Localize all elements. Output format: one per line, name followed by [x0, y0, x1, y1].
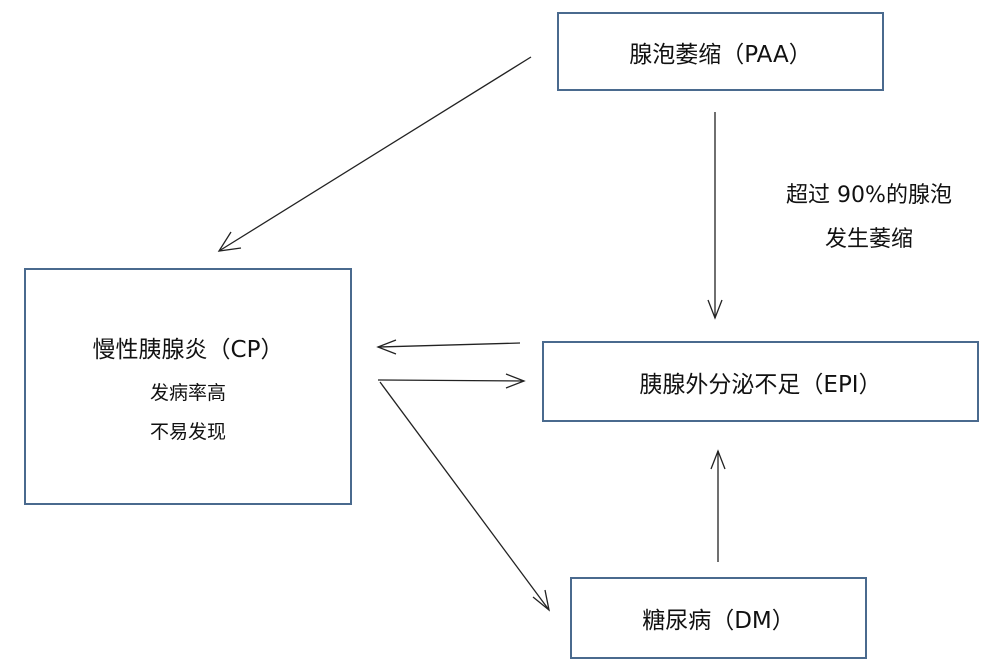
- node-dm: 糖尿病（DM）: [570, 577, 867, 659]
- node-cp-line-1: 发病率高: [149, 382, 226, 404]
- arrow-epi-to-cp: [376, 339, 521, 355]
- node-epi: 胰腺外分泌不足（EPI）: [542, 341, 979, 422]
- node-cp-line-2: 不易发现: [149, 421, 226, 443]
- node-paa: 腺泡萎缩（PAA）: [557, 12, 884, 91]
- arrow-paa-to-epi: [707, 112, 723, 320]
- node-epi-label: 胰腺外分泌不足（EPI）: [639, 371, 882, 398]
- arrow-cp-to-epi: [377, 373, 526, 389]
- arrow-paa-to-cp: [217, 56, 532, 252]
- node-cp-label: 慢性胰腺炎（CP）: [92, 337, 284, 363]
- node-dm-label: 糖尿病（DM）: [642, 608, 795, 634]
- edge-label-line-2: 发生萎缩: [824, 227, 913, 252]
- node-paa-label: 腺泡萎缩（PAA）: [629, 41, 812, 68]
- node-cp: 慢性胰腺炎（CP） 发病率高 不易发现: [24, 268, 352, 505]
- arrow-dm-to-epi: [710, 449, 726, 562]
- arrow-cp-to-dm: [379, 381, 550, 612]
- edge-label-paa-to-epi: 超过 90%的腺泡 发生萎缩: [744, 174, 994, 262]
- edge-label-line-1: 超过 90%的腺泡: [786, 183, 952, 208]
